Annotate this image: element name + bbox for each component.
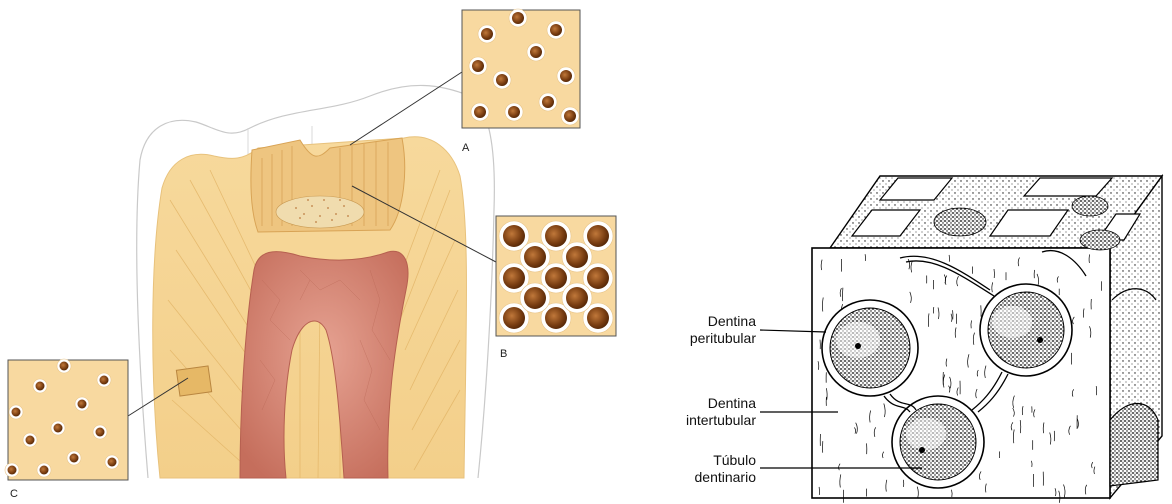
inset-b-tubule-lumen xyxy=(503,225,525,247)
inset-b-tubule-lumen xyxy=(587,307,609,329)
tooth-diagram xyxy=(128,72,496,478)
inset-b-tubule-lumen xyxy=(545,267,567,289)
inset-c xyxy=(5,359,128,480)
inset-a-tubule-lumen xyxy=(542,96,554,108)
inset-b-tubule-lumen xyxy=(524,246,546,268)
inset-c-tubule-lumen xyxy=(26,436,35,445)
leader-a xyxy=(350,72,462,145)
inset-a-tubule-lumen xyxy=(560,70,572,82)
inset-b-tubule-lumen xyxy=(545,225,567,247)
label-peritubular-line2: peritubular xyxy=(636,330,756,347)
tubule-cross-section-area xyxy=(276,196,364,228)
inset-a-tubule-lumen xyxy=(508,106,520,118)
label-tubulo-dentinario: Túbulo dentinario xyxy=(636,452,756,486)
inset-c-tubule-lumen xyxy=(8,466,17,475)
inset-a-tubule-lumen xyxy=(530,46,542,58)
inset-b-tubule-lumen xyxy=(587,267,609,289)
inset-c-tubule-lumen xyxy=(96,428,105,437)
inset-b-tubule-lumen xyxy=(524,287,546,309)
label-tubulo-line1: Túbulo xyxy=(636,452,756,469)
inset-c-tubule-lumen xyxy=(40,466,49,475)
inset-c-tubule-lumen xyxy=(60,362,69,371)
inset-b-tubule-lumen xyxy=(566,287,588,309)
inset-c-tubule-lumen xyxy=(54,424,63,433)
inset-c-tubule-lumen xyxy=(70,454,79,463)
inset-a-tubule-lumen xyxy=(564,110,576,122)
inset-a xyxy=(462,9,580,128)
inset-a-tubule-lumen xyxy=(474,106,486,118)
inset-b-tubule-lumen xyxy=(587,225,609,247)
label-intertubular-line1: Dentina xyxy=(636,395,756,412)
root-sample-block xyxy=(176,366,211,396)
label-b: B xyxy=(500,348,507,360)
inset-c-tubule-lumen xyxy=(78,400,87,409)
inset-b-tubule-lumen xyxy=(503,267,525,289)
inset-c-tubule-lumen xyxy=(36,382,45,391)
label-dentina-peritubular: Dentina peritubular xyxy=(636,313,756,347)
label-tubulo-line2: dentinario xyxy=(636,469,756,486)
inset-a-tubule-lumen xyxy=(481,28,493,40)
inset-a-tubule-lumen xyxy=(472,60,484,72)
label-peritubular-line1: Dentina xyxy=(636,313,756,330)
inset-c-tubule-lumen xyxy=(108,458,117,467)
label-dentina-intertubular: Dentina intertubular xyxy=(636,395,756,429)
inset-b-tubule-lumen xyxy=(503,307,525,329)
label-a: A xyxy=(462,142,469,154)
label-c: C xyxy=(10,488,18,500)
inset-b-tubule-lumen xyxy=(566,246,588,268)
inset-a-tubule-lumen xyxy=(512,12,524,24)
inset-b-tubule-lumen xyxy=(545,307,567,329)
label-intertubular-line2: intertubular xyxy=(636,412,756,429)
inset-c-tubule-lumen xyxy=(100,376,109,385)
tubule-lower xyxy=(892,396,984,488)
inset-a-tubule-lumen xyxy=(496,74,508,86)
inset-c-tubule-lumen xyxy=(12,408,21,417)
tubule-upper-left xyxy=(822,300,918,396)
inset-b xyxy=(496,216,616,336)
tubule-upper-right xyxy=(980,284,1072,376)
dentin-block-drawing xyxy=(760,176,1162,503)
inset-a-tubule-lumen xyxy=(550,24,562,36)
